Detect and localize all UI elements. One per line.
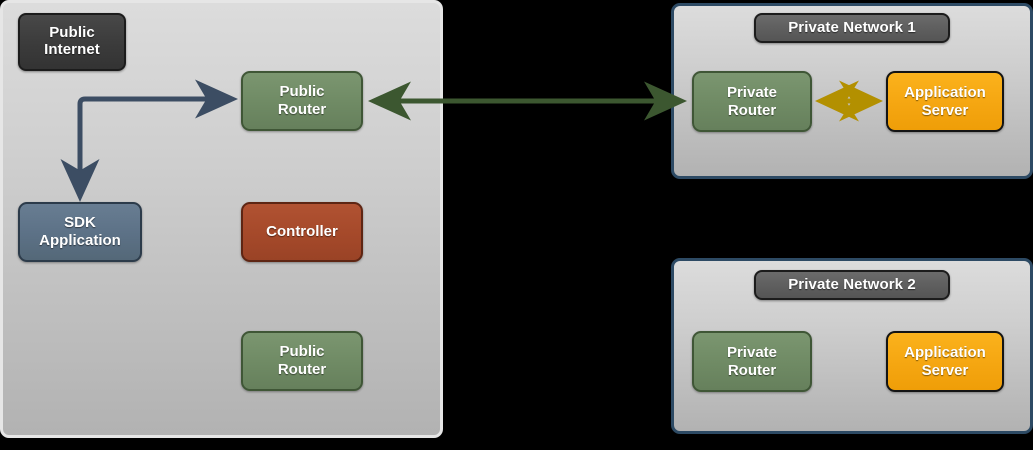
zone-title-public-internet: Public Internet [18,13,126,71]
node-controller[interactable]: Controller [241,202,363,262]
node-private-router-2-line1: Private [726,343,778,361]
node-application-server-1-line2: Server [921,101,969,119]
node-controller-label: Controller [266,223,338,241]
node-sdk-application[interactable]: SDK Application [18,202,142,262]
node-sdk-application-line1: SDK [64,214,96,232]
node-sdk-application-line2: Application [39,232,121,249]
node-private-router-1-line2: Router [727,101,777,119]
zone-title-public-internet-label: Public Internet [44,24,100,58]
zone-title-private-network-2-label: Private Network 2 [788,275,916,293]
zone-title-private-network-1-label: Private Network 1 [788,18,916,36]
node-public-router-top[interactable]: Public Router [241,71,363,131]
node-application-server-2-line2: Server [921,361,969,379]
zone-title-private-network-2: Private Network 2 [754,270,950,300]
node-public-router-bottom[interactable]: Public Router [241,331,363,391]
node-application-server-2-line1: Application [904,343,986,361]
node-application-server-2[interactable]: Application Server [886,331,1004,392]
zone-title-private-network-1: Private Network 1 [754,13,950,43]
node-application-server-1-line1: Application [904,83,986,101]
node-private-router-2-line2: Router [727,361,777,379]
node-public-router-top-line1: Public [279,83,325,101]
node-public-router-top-line2: Router [277,101,327,118]
node-public-router-bottom-line1: Public [279,343,325,361]
node-private-router-1[interactable]: Private Router [692,71,812,132]
node-private-router-1-line1: Private [726,83,778,101]
node-public-router-bottom-line2: Router [277,361,327,378]
node-application-server-1[interactable]: Application Server [886,71,1004,132]
node-private-router-2[interactable]: Private Router [692,331,812,392]
